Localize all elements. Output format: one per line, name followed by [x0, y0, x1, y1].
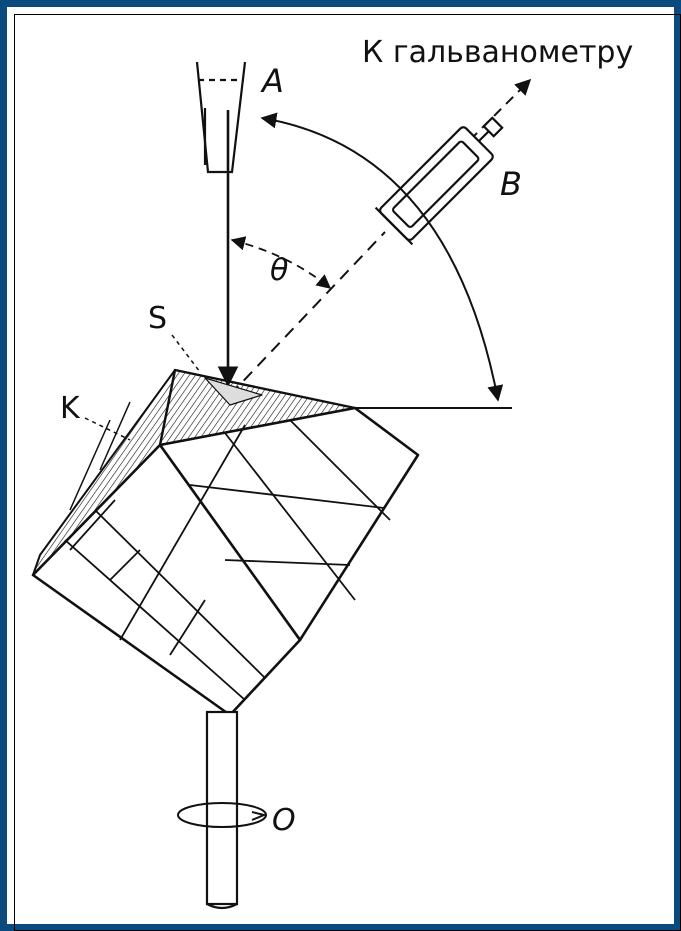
surface-label: S	[148, 301, 167, 336]
galvanometer-label: К гальванометру	[362, 35, 633, 70]
theta-arc	[230, 236, 332, 289]
crystal-label: K	[60, 391, 81, 426]
rotation-shaft	[177, 710, 268, 910]
reflected-beam	[229, 231, 386, 396]
crystal-cube	[31, 368, 420, 717]
detector-label: B	[500, 165, 522, 203]
detector-body	[374, 116, 504, 246]
crystal-leader	[84, 417, 131, 441]
surface-leader	[171, 334, 201, 373]
source-label: A	[260, 62, 284, 100]
galvanometer-arrow	[469, 78, 532, 141]
rotation-arc	[260, 112, 504, 402]
axis-label: O	[272, 803, 296, 838]
angle-label: θ	[270, 253, 288, 288]
source-slit	[195, 61, 247, 174]
